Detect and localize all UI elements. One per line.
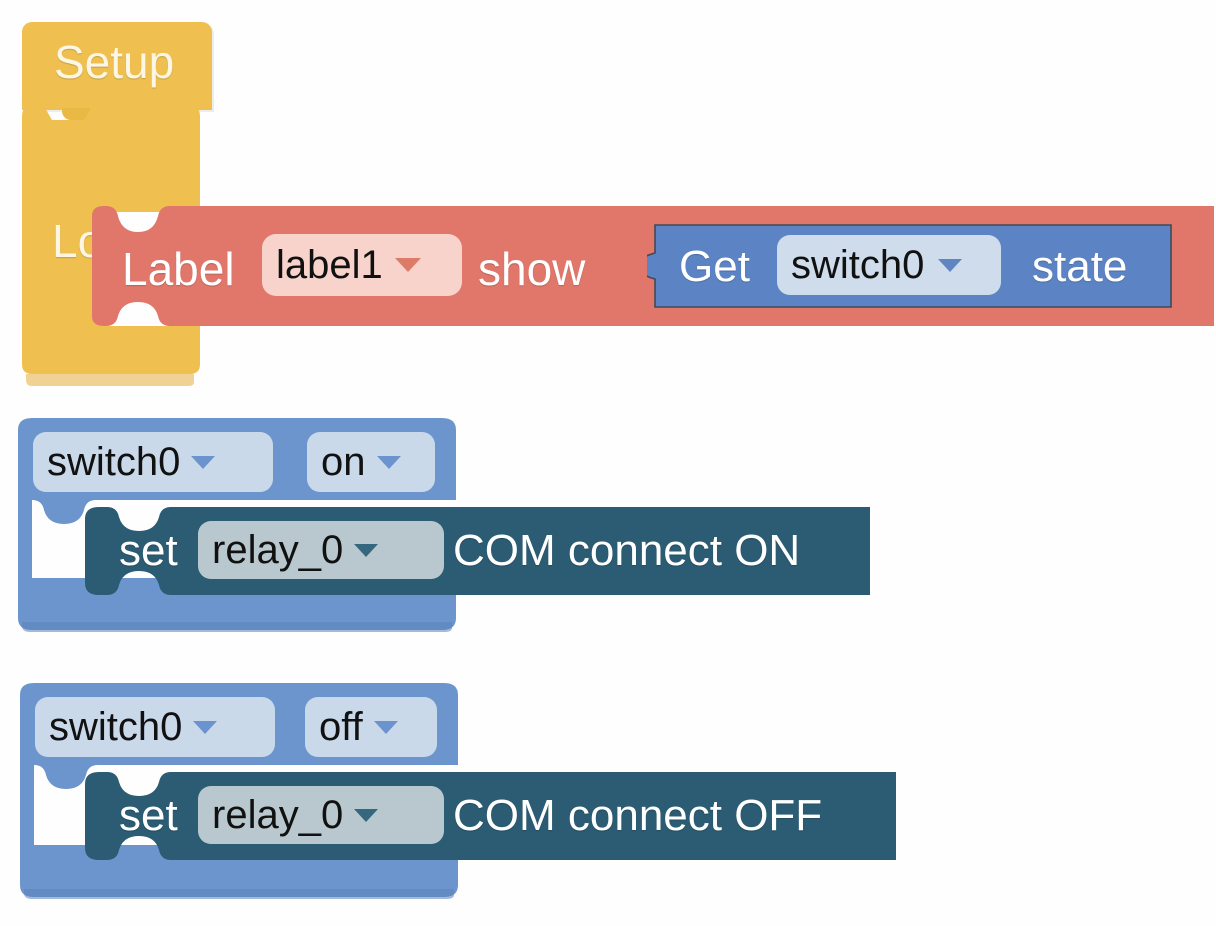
chevron-down-icon bbox=[354, 808, 379, 822]
block-set-prefix-off: set bbox=[119, 791, 178, 840]
block-get-suffix: state bbox=[1032, 242, 1128, 291]
dropdown-event-state-off-value: off bbox=[319, 705, 363, 749]
block-set-relay-on[interactable]: set relay_0 COM connect ON bbox=[85, 505, 872, 605]
dropdown-relay-off-value: relay_0 bbox=[212, 793, 344, 837]
chevron-down-icon bbox=[193, 720, 218, 734]
block-event-switch-off[interactable]: switch0 off bbox=[20, 683, 465, 905]
chevron-down-icon bbox=[191, 455, 216, 469]
dropdown-label-name-value: label1 bbox=[276, 243, 383, 287]
chevron-down-icon bbox=[354, 543, 379, 557]
block-get-prefix: Get bbox=[679, 242, 750, 291]
block-set-suffix-off: COM connect OFF bbox=[453, 791, 823, 840]
block-set-relay-off[interactable]: set relay_0 COM connect OFF bbox=[85, 770, 898, 870]
dropdown-event-state-on-value: on bbox=[321, 440, 366, 484]
dropdown-event-device-off-value: switch0 bbox=[49, 705, 183, 749]
dropdown-event-state-off[interactable]: off bbox=[305, 697, 437, 757]
dropdown-get-device-value: switch0 bbox=[791, 243, 925, 287]
block-label-prefix: Label bbox=[122, 243, 235, 295]
chevron-down-icon bbox=[376, 455, 401, 469]
chevron-down-icon bbox=[394, 258, 421, 272]
dropdown-relay-on[interactable]: relay_0 bbox=[198, 521, 444, 579]
block-label-suffix: show bbox=[478, 243, 586, 295]
dropdown-relay-on-value: relay_0 bbox=[212, 528, 344, 572]
dropdown-event-device-off[interactable]: switch0 bbox=[35, 697, 275, 757]
block-set-suffix-on: COM connect ON bbox=[453, 526, 801, 575]
block-setup[interactable]: Setup bbox=[22, 22, 212, 110]
chevron-down-icon bbox=[373, 720, 398, 734]
dropdown-event-device-on[interactable]: switch0 bbox=[33, 432, 273, 492]
block-get-state[interactable]: Get switch0 state bbox=[647, 223, 1173, 309]
block-set-prefix-on: set bbox=[119, 526, 178, 575]
dropdown-event-state-on[interactable]: on bbox=[307, 432, 435, 492]
block-setup-label: Setup bbox=[54, 36, 175, 88]
dropdown-label-name[interactable]: label1 bbox=[262, 234, 462, 296]
dropdown-event-device-on-value: switch0 bbox=[47, 440, 181, 484]
dropdown-relay-off[interactable]: relay_0 bbox=[198, 786, 444, 844]
chevron-down-icon bbox=[938, 258, 963, 272]
loop-block-shape bbox=[22, 106, 200, 386]
dropdown-get-device[interactable]: switch0 bbox=[777, 235, 1001, 295]
